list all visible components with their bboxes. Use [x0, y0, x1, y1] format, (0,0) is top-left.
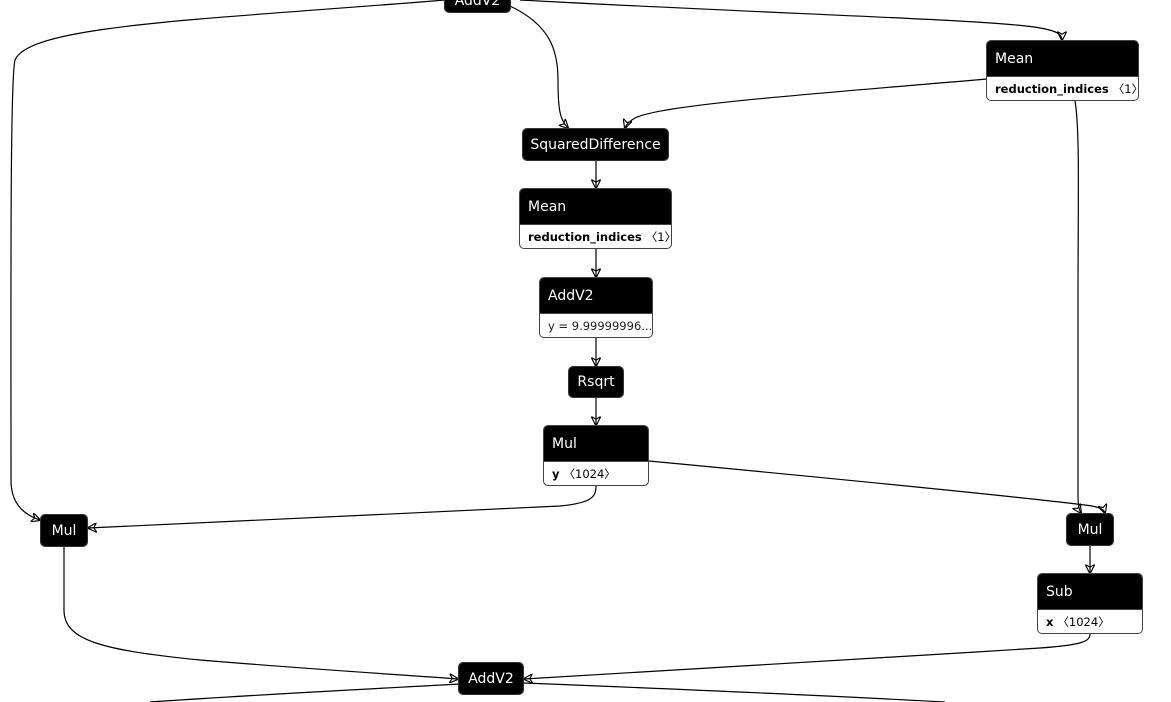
node-attribute: y = 9.99999996...	[540, 313, 652, 337]
node-op-label: AddV2	[459, 663, 523, 694]
node-attribute: x 〈1024〉	[1038, 609, 1142, 633]
edge-sub-to-addv2-bottom	[524, 633, 1091, 679]
attr-value: 〈1024〉	[563, 466, 616, 481]
edge-addv2-top-to-mean-right	[519, 0, 1062, 40]
node-mean-center[interactable]: Mean reduction_indices 〈1〉	[519, 188, 672, 249]
node-op-label: Mul	[544, 426, 648, 461]
node-addv2-top[interactable]: AddV2	[444, 0, 511, 13]
node-addv2-bottom[interactable]: AddV2	[458, 662, 524, 695]
node-op-label: Sub	[1038, 574, 1142, 609]
node-attribute: y 〈1024〉	[544, 461, 648, 485]
node-attribute: reduction_indices 〈1〉	[987, 76, 1138, 100]
edge-mean-right-to-mul-right	[1075, 100, 1081, 513]
node-op-label: Rsqrt	[569, 367, 623, 397]
edge-addv2-bottom-out-left	[149, 683, 461, 702]
node-op-label: Mul	[1067, 514, 1113, 545]
edge-addv2-top-to-squared-difference	[509, 5, 568, 128]
attr-key: x	[1046, 614, 1054, 629]
attr-value: 〈1024〉	[1057, 614, 1110, 629]
node-op-label: Mean	[987, 41, 1138, 76]
node-mul-right[interactable]: Mul	[1066, 513, 1114, 546]
edge-mul-center-to-mul-right	[648, 460, 1105, 513]
attr-value: 〈1〉	[1112, 81, 1138, 96]
node-rsqrt[interactable]: Rsqrt	[568, 366, 624, 398]
attr-key: reduction_indices	[995, 81, 1109, 96]
node-op-label: Mean	[520, 189, 671, 224]
node-op-label: Mul	[41, 515, 87, 546]
node-mul-left[interactable]: Mul	[40, 514, 88, 547]
node-op-label: AddV2	[445, 0, 510, 12]
node-addv2-center[interactable]: AddV2 y = 9.99999996...	[539, 277, 653, 338]
edge-addv2-bottom-out-right	[523, 682, 946, 702]
node-op-label: AddV2	[540, 278, 652, 313]
edge-addv2-top-to-mul-left	[10, 0, 446, 520]
node-squared-difference[interactable]: SquaredDifference	[522, 128, 669, 161]
edge-mul-center-to-mul-left	[88, 485, 597, 528]
edge-mul-left-to-addv2-bottom	[63, 546, 458, 679]
node-op-label: SquaredDifference	[523, 129, 668, 160]
node-mean-right[interactable]: Mean reduction_indices 〈1〉	[986, 40, 1139, 101]
edge-mean-right-to-squared-difference	[625, 78, 988, 128]
attr-value: 〈1〉	[645, 229, 671, 244]
attr-key: y	[552, 466, 560, 481]
attr-key: reduction_indices	[528, 229, 642, 244]
node-attribute: reduction_indices 〈1〉	[520, 224, 671, 248]
node-sub[interactable]: Sub x 〈1024〉	[1037, 573, 1143, 634]
node-mul-center[interactable]: Mul y 〈1024〉	[543, 425, 649, 486]
attr-value: y = 9.99999996...	[548, 318, 653, 333]
